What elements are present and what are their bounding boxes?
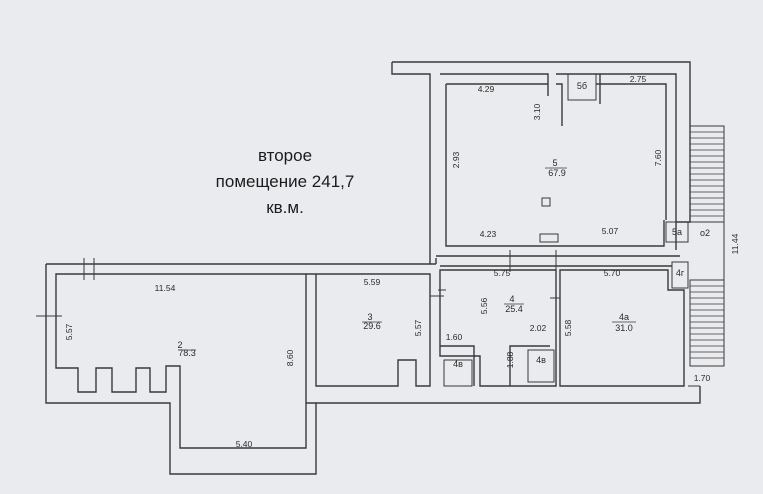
room-2-number: 2: [177, 340, 182, 350]
caption-line-2: помещение 241,7: [215, 172, 355, 191]
staircase-upper: [689, 125, 725, 223]
dim-5-07: 5.07: [602, 226, 619, 236]
corridor-wall: [436, 255, 680, 267]
landing: [688, 221, 725, 387]
room-3-number: 3: [367, 312, 372, 322]
column-1: [541, 197, 551, 207]
door-marks: [36, 250, 560, 317]
room-4a-walls: [559, 269, 685, 387]
room-3-walls: [306, 273, 431, 404]
room-4v-right-label: 4в: [536, 355, 546, 365]
dim-1-60: 1.60: [446, 332, 463, 342]
dim-1-88: 1.88: [505, 351, 515, 368]
room-5a-label: 5а: [672, 227, 682, 237]
room-4g: [671, 261, 689, 289]
room-4a-number: 4а: [619, 312, 629, 322]
room-4-number: 4: [509, 294, 514, 304]
column-2: [539, 233, 559, 243]
room-3-area: 29.6: [363, 321, 381, 331]
room-5b: [567, 73, 597, 101]
room-4a-area: 31.0: [615, 323, 633, 333]
room-4-area: 25.4: [505, 304, 523, 314]
outer-wall-lower: [45, 263, 701, 475]
dim-1-70: 1.70: [694, 373, 711, 383]
room-4v-left-label: 4в: [453, 359, 463, 369]
room-5-number: 5: [552, 158, 557, 168]
dim-5-57-mid: 5.57: [413, 319, 423, 336]
room-4v-right: [527, 349, 555, 383]
dim-7-60: 7.60: [653, 149, 663, 166]
dim-5-56: 5.56: [479, 297, 489, 314]
dim-11-44: 11.44: [730, 233, 740, 254]
dim-2-75: 2.75: [630, 74, 647, 84]
room-5b-label: 5б: [577, 81, 587, 91]
dim-5-58: 5.58: [563, 319, 573, 336]
room-4v-left: [443, 359, 473, 387]
dim-2-93: 2.93: [451, 151, 461, 168]
dim-11-54: 11.54: [155, 283, 176, 293]
dim-5-70: 5.70: [604, 268, 621, 278]
room-5-area: 67.9: [548, 168, 566, 178]
caption-line-3: кв.м.: [266, 198, 304, 217]
dim-4-29: 4.29: [478, 84, 495, 94]
caption-line-1: второе: [257, 146, 313, 165]
room-4g-label: 4г: [676, 268, 685, 278]
dim-5-40: 5.40: [236, 439, 253, 449]
premises-caption: второе помещение 241,7 кв.м.: [200, 143, 370, 221]
room-2-area: 78.3: [178, 348, 196, 358]
dim-8-60: 8.60: [285, 349, 295, 366]
dim-2-02: 2.02: [530, 323, 547, 333]
inner-wall-lower: [55, 273, 307, 449]
room-5a: [665, 221, 689, 243]
room-o2-label: о2: [700, 228, 710, 238]
dim-5-59: 5.59: [364, 277, 381, 287]
dim-4-23: 4.23: [480, 229, 497, 239]
room-5-inner: [445, 83, 667, 247]
dim-5-57-left: 5.57: [64, 323, 74, 340]
dim-5-75: 5.75: [494, 268, 511, 278]
staircase-lower: [689, 279, 725, 367]
dim-3-10: 3.10: [532, 103, 542, 120]
